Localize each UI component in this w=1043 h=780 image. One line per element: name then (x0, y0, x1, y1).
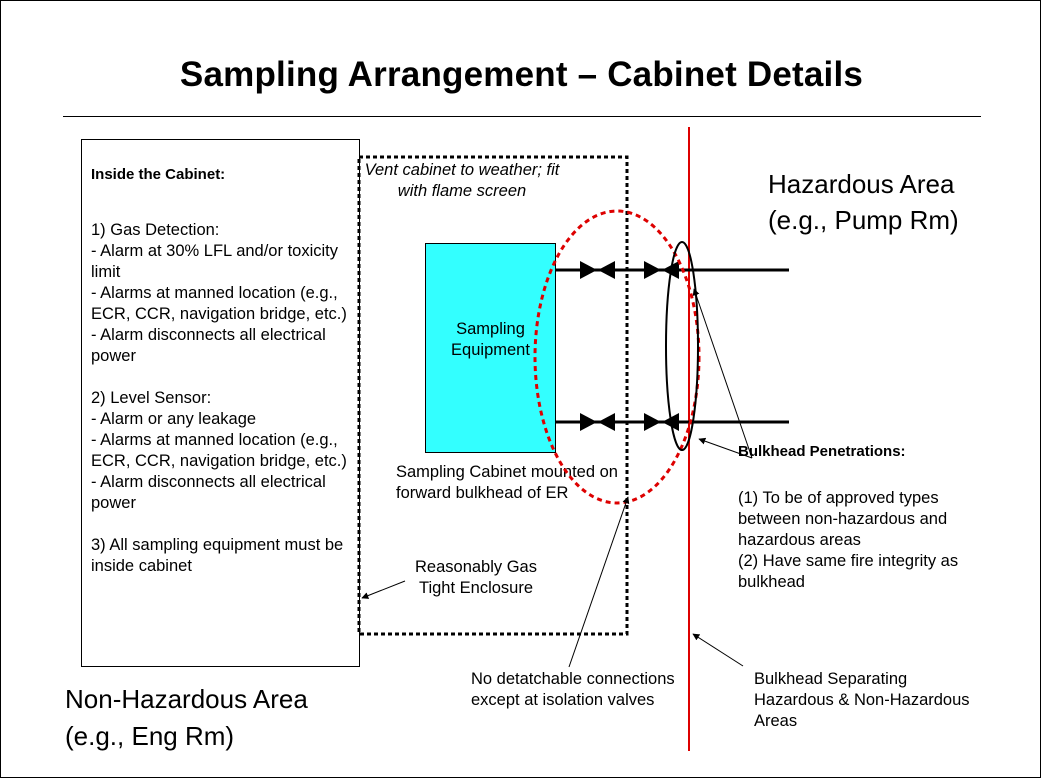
enclosure-label: Reasonably Gas Tight Enclosure (415, 558, 537, 597)
non-hazardous-area-title: Non-Hazardous Area (65, 684, 308, 714)
cabinet-notes-heading: Inside the Cabinet: (91, 166, 226, 183)
penetrations-title: Bulkhead Penetrations: (738, 443, 906, 460)
isolation-zone-ellipse (533, 209, 701, 505)
detachable-connections-note: No detatchable connections except at iso… (471, 670, 675, 709)
sampling-equipment-box (425, 243, 556, 453)
cabinet-notes-box (81, 139, 360, 667)
bulkhead-separation-note: Bulkhead Separating Hazardous & Non-Haza… (754, 670, 970, 730)
penetration-ellipse (665, 241, 699, 451)
hazardous-area-example: (e.g., Pump Rm) (768, 205, 959, 235)
vent-note: Vent cabinet to weather; fit with flame … (364, 161, 560, 200)
non-hazardous-area-label: Non-Hazardous Area (e.g., Eng Rm) (65, 681, 385, 755)
penetration-leader-lower (698, 437, 753, 459)
cabinet-notes: Inside the Cabinet: 1) Gas Detection: - … (91, 143, 353, 598)
hazardous-area-title: Hazardous Area (768, 169, 955, 199)
non-hazardous-area-example: (e.g., Eng Rm) (65, 721, 235, 751)
hazardous-area-label: Hazardous Area (e.g., Pump Rm) (768, 166, 1018, 238)
cabinet-notes-body: 1) Gas Detection: - Alarm at 30% LFL and… (91, 221, 347, 575)
cabinet-caption: Sampling Cabinet mounted on forward bulk… (396, 463, 618, 502)
page-title: Sampling Arrangement – Cabinet Details (179, 55, 864, 94)
title-divider (63, 116, 981, 117)
penetrations-body: (1) To be of approved types between non-… (738, 489, 959, 591)
bulkhead-leader (692, 633, 744, 667)
enclosure-leader (361, 580, 406, 599)
detachable-leader (568, 496, 630, 668)
penetration-leader-upper (692, 288, 753, 459)
gas-tight-enclosure (357, 155, 629, 636)
upper-isolation-valve-inner (580, 261, 615, 279)
sampling-equipment-label: Sampling Equipment (451, 320, 530, 359)
lower-isolation-valve-inner (580, 413, 615, 431)
